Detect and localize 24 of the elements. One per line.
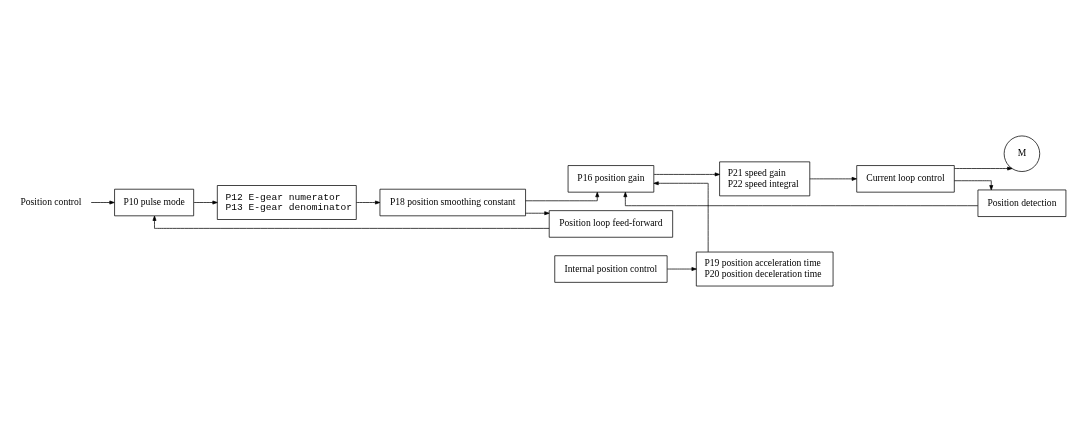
node-text: Position control	[20, 195, 82, 207]
node-box: P21 speed gain P22 speed integral	[719, 161, 811, 196]
node-box: P12 E-gear numerator P13 E-gear denominator	[216, 184, 357, 220]
arrow	[653, 180, 709, 252]
arrow	[356, 200, 381, 204]
node-box: P18 position smoothing constant	[379, 188, 526, 216]
arrow	[193, 200, 218, 204]
arrow	[525, 210, 550, 215]
arrow	[666, 266, 697, 271]
arrow	[623, 191, 979, 206]
node-box: Internal position control	[554, 254, 668, 283]
node-box: P16 position gain	[567, 164, 655, 193]
arrow	[653, 172, 720, 176]
node-box: Position loop feed-forward	[548, 209, 674, 238]
node-box: P10 pulse mode	[114, 188, 195, 216]
arrow	[152, 215, 550, 229]
node-box: Current loop control	[856, 164, 955, 193]
node-box: P19 position acceleration time P20 position deceleration time	[695, 251, 834, 286]
arrow	[809, 176, 857, 181]
arrow	[90, 200, 115, 204]
arrow	[525, 191, 600, 201]
arrow	[954, 179, 994, 190]
node-box: Position detection	[977, 189, 1067, 217]
arrow	[954, 166, 1013, 170]
